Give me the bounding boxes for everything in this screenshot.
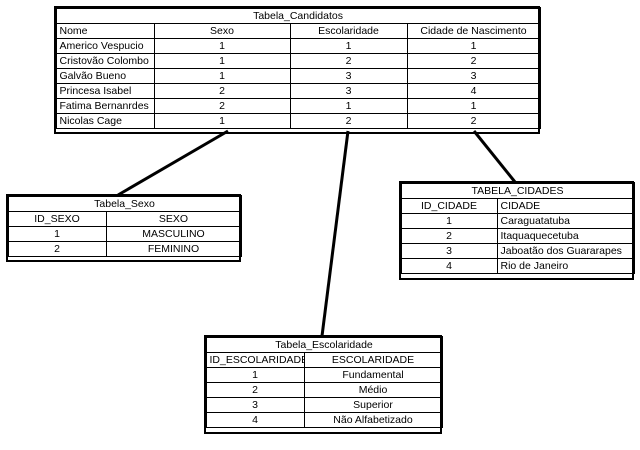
table-row: Fatima Bernanrdes 2 1 1 — [55, 98, 541, 114]
cell-cidade: 4 — [406, 83, 541, 99]
cell-nome: Fatima Bernanrdes — [55, 98, 155, 114]
cell-sexo: FEMININO — [105, 241, 242, 257]
header-sexo: SEXO — [105, 211, 242, 227]
header-id-sexo: ID_SEXO — [7, 211, 107, 227]
escolaridade-title: Tabela_Escolaridade — [204, 336, 444, 353]
cell-id: 2 — [205, 382, 305, 398]
cell-cidade: Jaboatão dos Guararapes — [496, 243, 635, 259]
cell-sexo: MASCULINO — [105, 226, 242, 242]
cell-cidade: 1 — [406, 98, 541, 114]
link-candidatos-cidades — [472, 130, 517, 183]
table-row: Galvão Bueno 1 3 3 — [55, 68, 541, 84]
cell-id: 1 — [7, 226, 107, 242]
table-row: 2 Médio — [205, 382, 443, 398]
cell-id: 2 — [7, 241, 107, 257]
cell-sexo: 2 — [153, 83, 291, 99]
candidatos-table: Tabela_Candidatos Nome Sexo Escolaridade… — [54, 7, 542, 129]
cell-escolaridade: 2 — [289, 113, 408, 129]
table-row: 2 Itaquaquecetuba — [400, 228, 635, 244]
cell-sexo: 1 — [153, 68, 291, 84]
sexo-title: Tabela_Sexo — [7, 195, 242, 212]
cidades-table: TABELA_CIDADES ID_CIDADE CIDADE 1 Caragu… — [399, 182, 636, 274]
cell-escolaridade: Fundamental — [303, 367, 443, 383]
cell-escolaridade: 1 — [289, 38, 408, 54]
link-candidatos-sexo — [117, 129, 229, 197]
cell-escolaridade: 3 — [289, 68, 408, 84]
cell-cidade: Itaquaquecetuba — [496, 228, 635, 244]
cell-id: 3 — [205, 397, 305, 413]
cell-id: 4 — [400, 258, 498, 274]
cell-cidade: Rio de Janeiro — [496, 258, 635, 274]
header-id-cidade: ID_CIDADE — [400, 198, 498, 214]
header-id-escolaridade: ID_ESCOLARIDADE — [205, 352, 305, 368]
cell-sexo: 1 — [153, 38, 291, 54]
cell-sexo: 2 — [153, 98, 291, 114]
table-row: 1 MASCULINO — [7, 226, 242, 242]
cell-sexo: 1 — [153, 113, 291, 129]
table-row: 1 Fundamental — [205, 367, 443, 383]
table-row: 4 Rio de Janeiro — [400, 258, 635, 274]
cell-escolaridade: 2 — [289, 53, 408, 69]
cell-id: 1 — [205, 367, 305, 383]
cell-nome: Princesa Isabel — [55, 83, 155, 99]
cell-id: 2 — [400, 228, 498, 244]
sexo-table: Tabela_Sexo ID_SEXO SEXO 1 MASCULINO 2 F… — [7, 195, 242, 257]
cell-escolaridade: 3 — [289, 83, 408, 99]
cell-nome: Nicolas Cage — [55, 113, 155, 129]
cell-sexo: 1 — [153, 53, 291, 69]
table-row: 3 Superior — [205, 397, 443, 413]
candidatos-title: Tabela_Candidatos — [54, 7, 542, 24]
cell-cidade: 3 — [406, 68, 541, 84]
cell-nome: Galvão Bueno — [55, 68, 155, 84]
header-sexo: Sexo — [153, 23, 291, 39]
table-row: Princesa Isabel 2 3 4 — [55, 83, 541, 99]
link-candidatos-escolaridade — [320, 130, 350, 337]
cell-cidade: 1 — [406, 38, 541, 54]
table-row: 2 FEMININO — [7, 241, 242, 257]
header-cidade: CIDADE — [496, 198, 635, 214]
cell-cidade: Caraguatatuba — [496, 213, 635, 229]
header-escolaridade: Escolaridade — [289, 23, 408, 39]
table-row: 4 Não Alfabetizado — [205, 412, 443, 428]
cell-cidade: 2 — [406, 113, 541, 129]
table-row: Nicolas Cage 1 2 2 — [55, 113, 541, 129]
cell-escolaridade: 1 — [289, 98, 408, 114]
cell-escolaridade: Não Alfabetizado — [303, 412, 443, 428]
cell-cidade: 2 — [406, 53, 541, 69]
cell-id: 4 — [205, 412, 305, 428]
cell-nome: Cristovão Colombo — [55, 53, 155, 69]
table-row: Americo Vespucio 1 1 1 — [55, 38, 541, 54]
escolaridade-table: Tabela_Escolaridade ID_ESCOLARIDADE ESCO… — [204, 336, 444, 428]
cell-escolaridade: Superior — [303, 397, 443, 413]
cell-id: 3 — [400, 243, 498, 259]
cell-id: 1 — [400, 213, 498, 229]
cell-nome: Americo Vespucio — [55, 38, 155, 54]
header-cidade-nascimento: Cidade de Nascimento — [406, 23, 541, 39]
table-row: 1 Caraguatatuba — [400, 213, 635, 229]
cidades-title: TABELA_CIDADES — [399, 182, 636, 199]
cell-escolaridade: Médio — [303, 382, 443, 398]
table-row: Cristovão Colombo 1 2 2 — [55, 53, 541, 69]
header-escolaridade: ESCOLARIDADE — [303, 352, 443, 368]
header-nome: Nome — [55, 23, 155, 39]
table-row: 3 Jaboatão dos Guararapes — [400, 243, 635, 259]
